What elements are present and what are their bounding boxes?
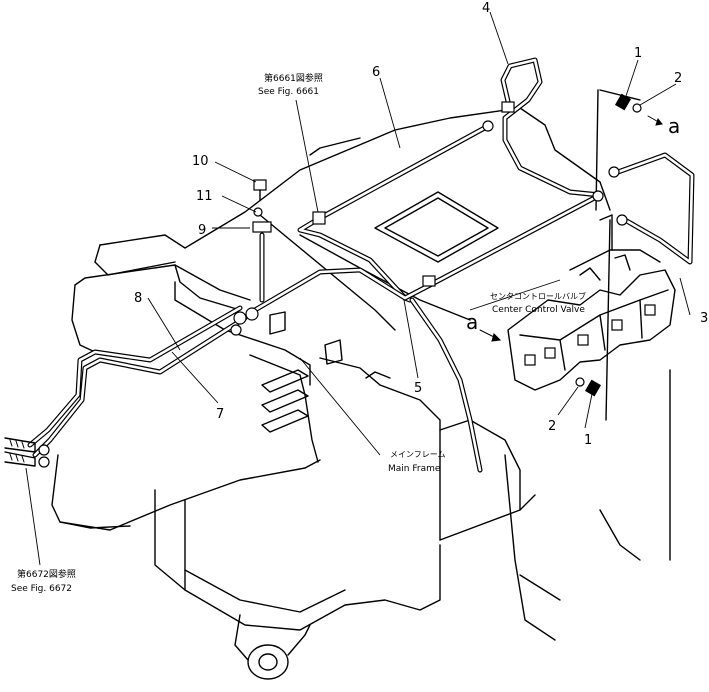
callout-9: 9 [198,223,206,238]
callout-3: 3 [700,311,708,326]
ref-fig-6672-en: See Fig. 6672 [11,584,72,594]
ref-fig-6661-en: See Fig. 6661 [258,87,319,97]
callout-2-top: 2 [674,71,682,86]
callout-10: 10 [192,154,209,169]
callout-1-bottom: 1 [584,433,592,448]
callout-1-top: 1 [634,46,642,61]
callout-11: 11 [196,189,213,204]
labels: 第6661図参照 See Fig. 6661 第6672図参照 See Fig.… [11,1,708,594]
fittings [4,93,663,468]
center-control-valve [507,89,676,421]
main-frame [51,107,671,680]
callout-7: 7 [216,407,224,422]
leader-lines [25,11,691,566]
connection-mark-a-right: a [668,114,680,138]
connection-mark-a-valve: a [466,310,478,334]
center-valve-label-jp: センタコントロールバルブ [490,291,586,301]
callout-4: 4 [482,1,490,16]
callout-8: 8 [134,291,142,306]
ref-fig-6672-jp: 第6672図参照 [17,568,76,580]
callout-5: 5 [414,381,422,396]
center-valve-label-en: Center Control Valve [492,305,585,315]
pipe-lines [27,57,695,473]
main-frame-label-jp: メインフレーム [390,450,446,459]
ref-fig-6661-jp: 第6661図参照 [264,72,323,84]
callout-2-bottom: 2 [548,419,556,434]
callout-6: 6 [372,65,380,80]
main-frame-label-en: Main Frame [388,464,441,474]
